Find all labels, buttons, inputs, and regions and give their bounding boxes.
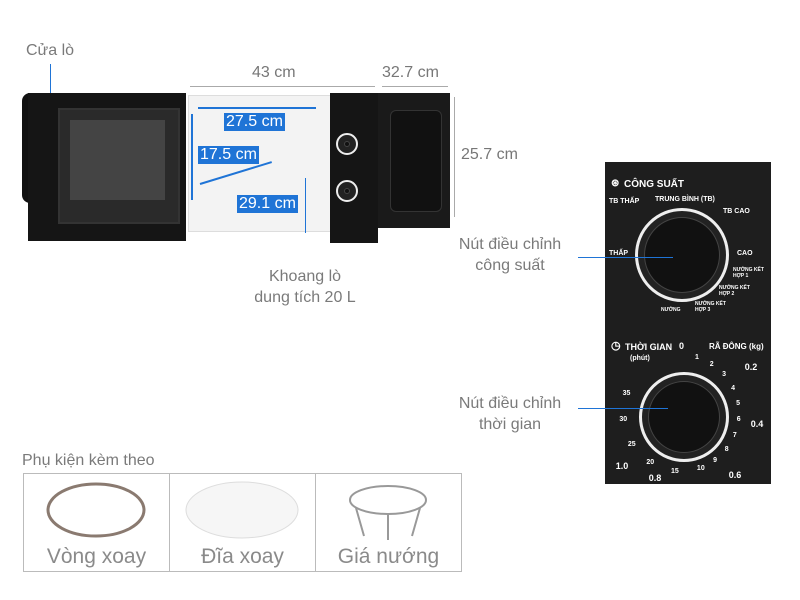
turntable-ring-icon: [46, 482, 146, 538]
defrost-title: RÃ ĐÔNG (kg): [709, 342, 764, 351]
time-mark: 1: [695, 354, 699, 362]
door-handle: [22, 93, 30, 203]
clock-icon: ◷: [611, 340, 621, 352]
power-knob-pointer: [578, 257, 673, 258]
defrost-mark: 0.8: [648, 472, 662, 483]
accessory-label: Vòng xoay: [46, 545, 147, 568]
accessory-turntable-ring: Vòng xoay: [23, 473, 170, 572]
time-mark: 2: [709, 360, 714, 368]
height-dimension: 25.7 cm: [461, 146, 518, 163]
power-setting: TB CAO: [723, 208, 750, 215]
door-mesh: [70, 120, 165, 200]
height-arrow: [454, 97, 455, 217]
power-knob[interactable]: [635, 208, 729, 302]
time-mark: 9: [713, 456, 718, 464]
turntable-plate-icon: [185, 481, 299, 539]
time-mark: 10: [696, 464, 705, 472]
time-mark: 25: [627, 440, 636, 448]
time-mark: 0: [679, 341, 685, 351]
front-control-strip: [330, 93, 378, 243]
time-mark: 5: [736, 399, 741, 407]
accessory-label: Giá nướng: [337, 545, 440, 568]
accessories-title: Phụ kiện kèm theo: [22, 452, 155, 469]
accessory-label: Đĩa xoay: [201, 545, 284, 568]
power-setting: NƯỚNG KẾT HỢP 1: [733, 267, 764, 279]
time-mark: 7: [732, 431, 737, 439]
power-icon: ⊛: [611, 178, 620, 189]
defrost-mark: 0.2: [744, 361, 758, 372]
accessory-turntable-plate: Đĩa xoay: [169, 473, 316, 572]
width-arrow: [190, 86, 375, 87]
accessory-grill-rack: Giá nướng: [315, 473, 462, 572]
depth-dimension: 32.7 cm: [382, 64, 439, 81]
time-mark: 3: [722, 371, 727, 379]
time-mark: 6: [736, 416, 741, 424]
time-mark: 4: [731, 384, 736, 392]
time-mark: 20: [646, 459, 655, 467]
door-pointer: [50, 64, 51, 104]
power-setting: NƯỚNG KẾT HỢP 2: [719, 285, 750, 297]
power-title: CÔNG SUẤT: [624, 179, 684, 190]
depth-arrow: [382, 86, 448, 87]
timer-knob[interactable]: [639, 372, 729, 462]
defrost-mark: 0.6: [728, 469, 742, 480]
power-setting: NƯỚNG: [661, 307, 681, 313]
front-timer-knob: [336, 180, 358, 202]
time-mark: 15: [671, 467, 679, 475]
time-mark: 30: [619, 416, 628, 424]
timer-knob-pointer: [578, 408, 668, 409]
side-panel-inset: [390, 110, 442, 212]
grill-rack-icon: [349, 485, 427, 540]
power-setting: CAO: [737, 250, 753, 257]
cavity-label: Khoang lò dung tích 20 L: [254, 268, 356, 306]
inner-width-dimension: 27.5 cm: [224, 113, 285, 131]
cavity-pointer: [305, 178, 306, 233]
timer-knob-label: Nút điều chỉnh thời gian: [458, 395, 562, 433]
inner-height-dimension: 17.5 cm: [198, 146, 259, 164]
inner-height-arrow: [191, 114, 193, 200]
control-panel: ⊛ CÔNG SUẤT TB THẤP TRUNG BÌNH (TB) TB C…: [605, 162, 771, 484]
width-dimension: 43 cm: [252, 64, 296, 81]
power-setting: TB THẤP: [609, 198, 640, 205]
time-mark: 8: [724, 445, 729, 453]
door-label: Cửa lò: [26, 42, 75, 59]
time-unit: (phút): [630, 355, 650, 362]
power-setting: THẤP: [609, 250, 629, 257]
inner-diagonal-dimension: 29.1 cm: [237, 195, 298, 213]
power-setting: TRUNG BÌNH (TB): [655, 196, 715, 203]
power-knob-label: Nút điều chỉnh công suất: [458, 236, 562, 274]
defrost-mark: 1.0: [615, 460, 629, 471]
time-title: THỜI GIAN: [625, 342, 673, 352]
defrost-mark: 0.4: [750, 418, 764, 429]
inner-width-arrow: [198, 107, 316, 109]
power-setting: NƯỚNG KẾT HỢP 3: [695, 301, 726, 313]
time-mark: 35: [622, 390, 631, 398]
front-power-knob: [336, 133, 358, 155]
